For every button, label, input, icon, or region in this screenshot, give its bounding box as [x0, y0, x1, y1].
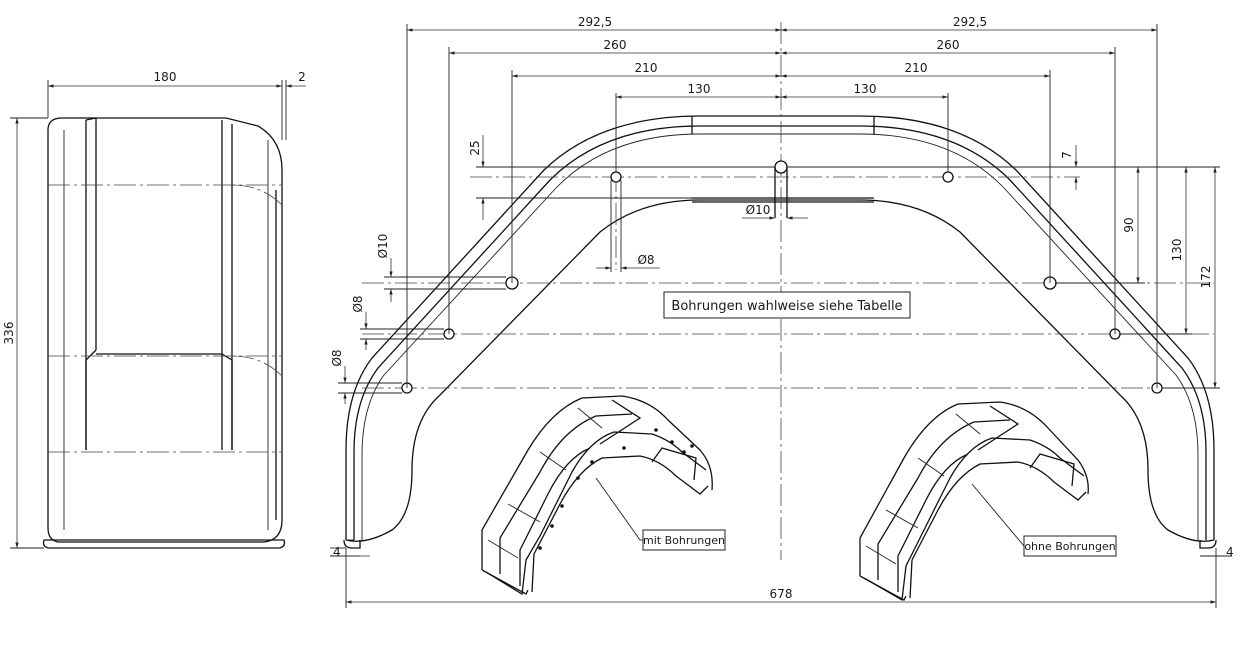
holes-note-box: [663, 291, 911, 319]
dim-292-left: 292,5: [578, 15, 612, 29]
dim-90-label: 90: [1122, 217, 1136, 232]
without-holes-label-box: [1023, 535, 1117, 557]
side-view: 180 2 336: [2, 70, 306, 549]
dim-260-right: 260: [937, 38, 960, 52]
dim-130v-label: 130: [1170, 239, 1184, 262]
dia-10-top-label: Ø10: [746, 203, 771, 217]
iso-fender-with-holes: mit Bohrungen: [481, 395, 726, 596]
dim-25-label: 25: [468, 140, 482, 155]
side-height-label: 336: [2, 322, 16, 345]
dim-7-label: 7: [1060, 151, 1074, 159]
side-width-label: 180: [154, 70, 177, 84]
dim-292-right: 292,5: [953, 15, 987, 29]
dim-210-right: 210: [905, 61, 928, 75]
hole-130-left: [610, 171, 622, 183]
hole-130-right: [942, 171, 954, 183]
without-holes-label: ohne Bohrungen: [1024, 540, 1115, 553]
dia-10-left-label: Ø10: [376, 234, 390, 259]
total-width-label: 678: [770, 587, 793, 601]
dim-260-left: 260: [604, 38, 627, 52]
dia-8-left-a-label: Ø8: [351, 295, 365, 312]
dim-130-left: 130: [688, 82, 711, 96]
holes-note-text: Bohrungen wahlweise siehe Tabelle: [671, 299, 902, 314]
iso-fender-without-holes: ohne Bohrungen: [859, 401, 1117, 602]
hole-center-top: [774, 160, 788, 174]
edge-4-left-label: 4: [333, 545, 341, 559]
side-thickness-label: 2: [298, 70, 306, 84]
with-holes-label-box: [642, 529, 726, 551]
dia-8-left-b-label: Ø8: [330, 349, 344, 366]
front-view: 292,5 292,5 260 260 210 210 130 130 25 7: [330, 15, 1234, 608]
with-holes-label: mit Bohrungen: [643, 534, 725, 547]
dim-210-left: 210: [635, 61, 658, 75]
dim-172-label: 172: [1199, 266, 1213, 289]
dim-130-right: 130: [854, 82, 877, 96]
dia-8-top-label: Ø8: [637, 253, 654, 267]
edge-4-right-label: 4: [1226, 545, 1234, 559]
